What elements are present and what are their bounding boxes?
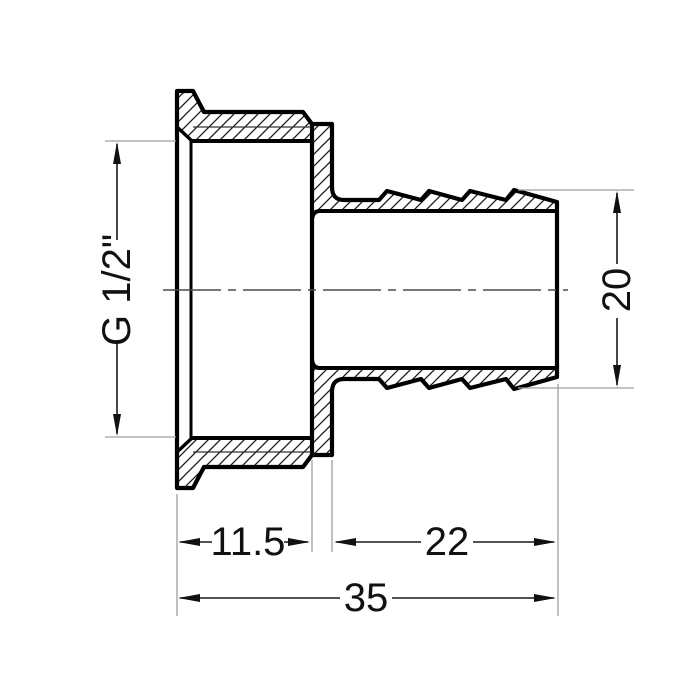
dimension-label-barb-od: 20 <box>595 268 639 313</box>
arrowhead-left <box>334 538 356 546</box>
hatch-region-socket-top-wall <box>177 91 312 141</box>
mouth-chamfer-top <box>174 124 194 143</box>
arrowhead-right <box>534 538 556 546</box>
mouth-chamfer-bottom <box>174 436 194 455</box>
outer-profile <box>174 88 560 491</box>
arrowhead-right <box>534 594 556 602</box>
hatch-region-socket-bottom-wall <box>177 438 312 488</box>
arrowhead-left <box>178 594 200 602</box>
thread-lines <box>193 126 311 453</box>
dimension-label-overall-length: 35 <box>344 576 389 620</box>
dimension-label-thread: G 1/2" <box>95 234 139 346</box>
dimension-label-socket-length: 11.5 <box>211 520 286 564</box>
arrowhead-right <box>288 538 310 546</box>
dimension-overall-length: 35 <box>178 576 556 620</box>
dimension-thread-size: G 1/2" <box>95 142 139 436</box>
extension-lines <box>105 140 634 616</box>
arrowhead-up <box>113 142 121 164</box>
dimension-barb-length: 22 <box>334 520 556 564</box>
arrowhead-down <box>113 414 121 436</box>
barb-bore-top <box>310 209 557 222</box>
arrowhead-left <box>178 538 200 546</box>
arrowhead-up <box>613 191 621 213</box>
dimension-label-barb-length: 22 <box>425 520 470 564</box>
dimension-socket-length: 11.5 <box>178 520 310 564</box>
barb-bore-bottom <box>310 357 557 370</box>
arrowhead-down <box>613 365 621 387</box>
dimension-barb-od: 20 <box>595 191 639 387</box>
